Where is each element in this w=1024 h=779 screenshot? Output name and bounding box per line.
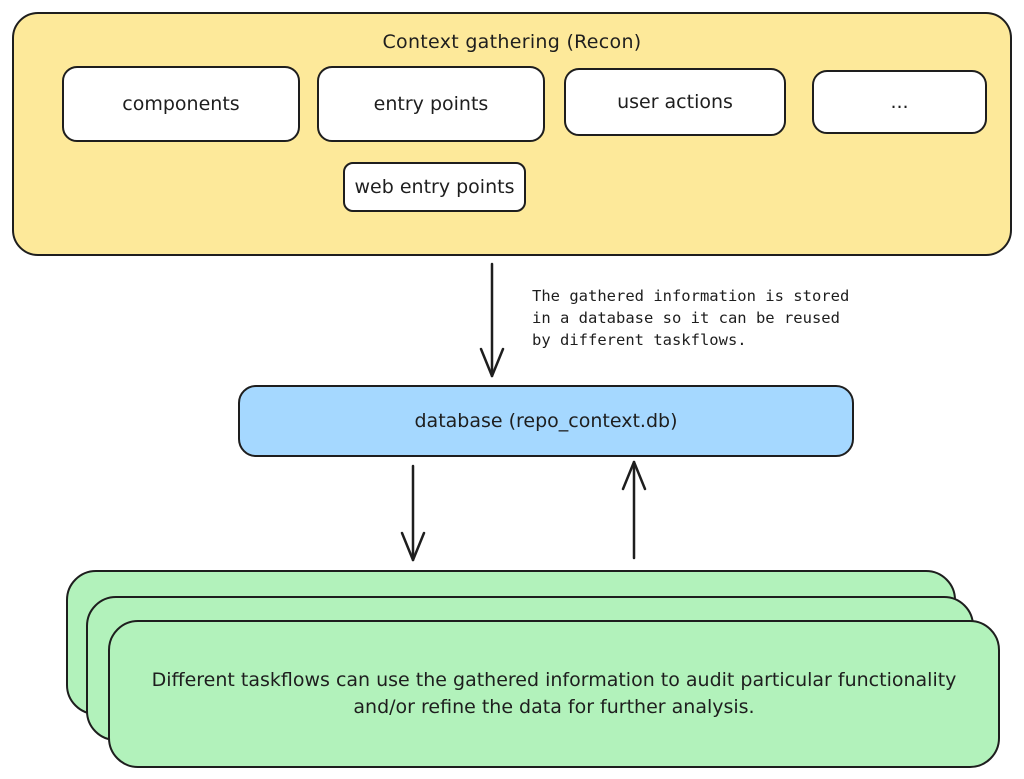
database-to-taskflows-arrow bbox=[400, 464, 426, 562]
more-items-node: ... bbox=[812, 70, 987, 134]
context-gathering-title: Context gathering (Recon) bbox=[382, 31, 642, 53]
entry-points-node: entry points bbox=[317, 66, 545, 142]
recon-to-database-arrow bbox=[479, 262, 505, 378]
user-actions-node: user actions bbox=[564, 68, 786, 136]
components-node: components bbox=[62, 66, 300, 142]
database-annotation: The gathered information is stored in a … bbox=[532, 287, 850, 349]
web-entry-points-node: web entry points bbox=[343, 162, 526, 212]
database-node: database (repo_context.db) bbox=[238, 385, 854, 457]
taskflows-to-database-arrow bbox=[621, 460, 647, 560]
taskflows-description: Different taskflows can use the gathered… bbox=[108, 620, 1000, 768]
